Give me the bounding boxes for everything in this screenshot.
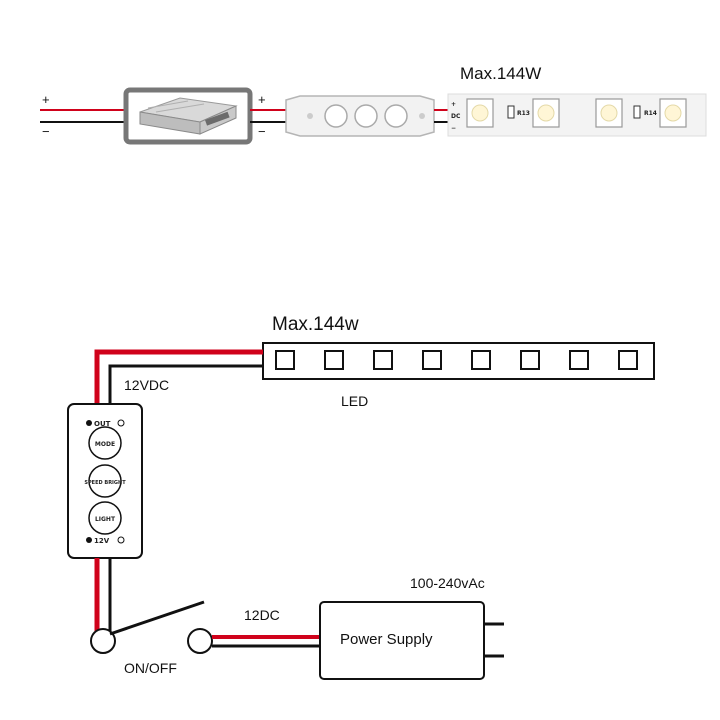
speed-bright-button[interactable] bbox=[88, 464, 122, 498]
speed-bright-button-label: SPEED BRIGHT bbox=[84, 480, 126, 486]
strip-led-chip bbox=[595, 98, 623, 128]
light-button-label: LIGHT bbox=[95, 516, 116, 523]
on-off-switch[interactable] bbox=[90, 600, 213, 654]
mid-minus-sign: − bbox=[258, 124, 266, 139]
top-max-power-label: Max.144W bbox=[460, 64, 541, 83]
led-cell bbox=[275, 350, 295, 370]
led-cell bbox=[520, 350, 540, 370]
light-button[interactable] bbox=[88, 501, 122, 535]
switch-label: ON/OFF bbox=[124, 660, 177, 676]
strip-resistor-1: R13 bbox=[507, 105, 530, 119]
strip-led-chip bbox=[659, 98, 687, 128]
led-voltage-label: 12VDC bbox=[124, 377, 169, 393]
led-cell bbox=[324, 350, 344, 370]
led-cell bbox=[618, 350, 638, 370]
mode-button-label: MODE bbox=[95, 441, 115, 448]
led-cell bbox=[471, 350, 491, 370]
strip-led-chip bbox=[532, 98, 560, 128]
controller: OUT MODE SPEED BRIGHT LIGHT 12V bbox=[67, 403, 143, 559]
input-minus-sign: − bbox=[42, 124, 50, 139]
resistor-2-label: R14 bbox=[644, 110, 657, 117]
bottom-max-power-label: Max.144w bbox=[272, 314, 359, 335]
controller-out-label: OUT bbox=[94, 420, 111, 428]
power-supply-photo-icon bbox=[123, 87, 253, 145]
top-led-strip: + DC − R13 R14 bbox=[447, 93, 707, 137]
ac-input-label: 100-240vAc bbox=[410, 575, 485, 591]
dc-voltage-label: 12DC bbox=[244, 607, 280, 623]
led-label: LED bbox=[341, 393, 368, 409]
strip-resistor-2: R14 bbox=[633, 105, 657, 119]
led-cell bbox=[373, 350, 393, 370]
power-supply-label: Power Supply bbox=[340, 631, 433, 648]
strip-minus-sign: − bbox=[451, 125, 456, 132]
bottom-led-strip bbox=[262, 342, 655, 380]
controller-12v-label: 12V bbox=[94, 537, 110, 545]
led-cell bbox=[569, 350, 589, 370]
mini-controller-icon bbox=[285, 95, 435, 137]
resistor-1-label: R13 bbox=[517, 110, 530, 117]
led-cell bbox=[422, 350, 442, 370]
strip-dc-label: DC bbox=[451, 113, 461, 120]
mid-plus-sign: + bbox=[258, 92, 266, 107]
strip-plus-sign: + bbox=[451, 101, 456, 108]
led-negative-wire bbox=[108, 364, 263, 404]
strip-led-chip bbox=[466, 98, 494, 128]
power-supply-box: Power Supply bbox=[319, 601, 504, 680]
led-positive-wire bbox=[94, 349, 263, 404]
mode-button[interactable] bbox=[88, 426, 122, 460]
bottom-schematic: Max.144w LED 12VDC OUT MODE SPEED bbox=[67, 314, 655, 680]
input-plus-sign: + bbox=[42, 92, 50, 107]
top-diagram: + − + − Max.144W bbox=[40, 64, 707, 145]
